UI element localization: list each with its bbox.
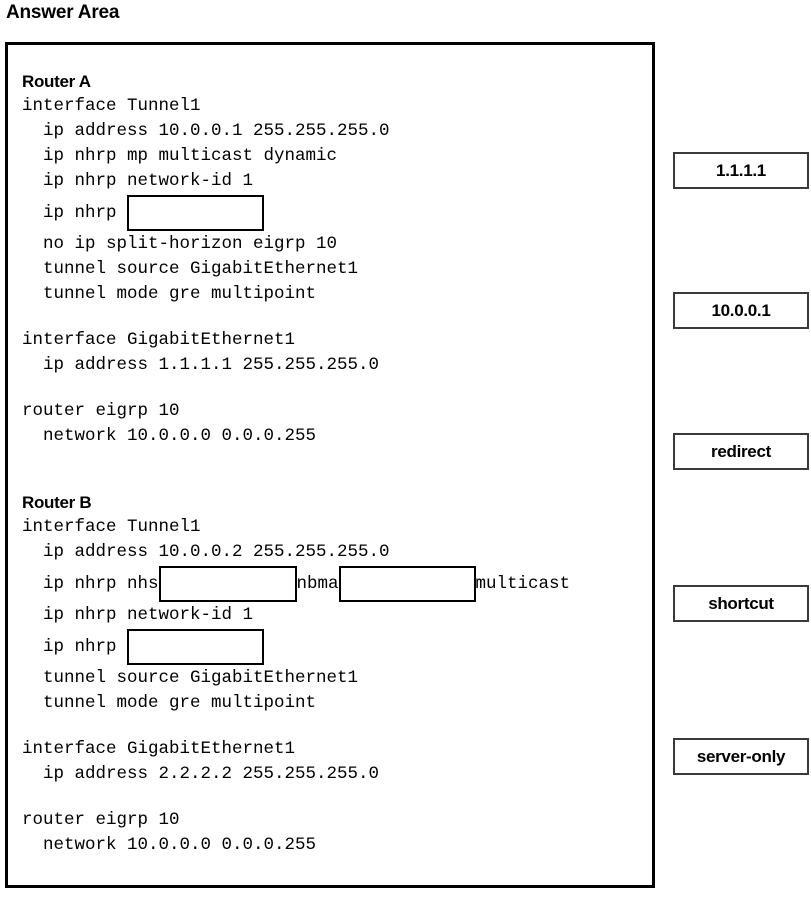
config-line: interface Tunnel1: [22, 515, 652, 540]
config-line: network 10.0.0.0 0.0.0.255: [22, 833, 652, 858]
option-tile-label: shortcut: [708, 593, 774, 613]
config-text: router eigrp 10: [22, 810, 180, 830]
config-line: tunnel mode gre multipoint: [22, 691, 652, 716]
answer-area-panel: Router A interface Tunnel1 ip address 10…: [5, 42, 655, 888]
config-line: ip address 10.0.0.2 255.255.255.0: [22, 540, 652, 565]
option-tile[interactable]: 10.0.0.1: [673, 292, 809, 329]
config-text: interface Tunnel1: [22, 517, 201, 537]
router-a-nhrp-drop-blank[interactable]: [127, 195, 265, 231]
router-b-nhrp-drop-blank[interactable]: [127, 629, 265, 665]
config-text: ip nhrp network-id 1: [22, 171, 254, 191]
config-line: router eigrp 10: [22, 808, 652, 833]
config-text: network 10.0.0.0 0.0.0.255: [22, 835, 317, 855]
config-text: ip nhrp: [22, 636, 128, 657]
config-text: ip address 10.0.0.1 255.255.255.0: [22, 121, 390, 141]
config-text: interface GigabitEthernet1: [22, 330, 296, 350]
config-line: ip address 1.1.1.1 255.255.255.0: [22, 353, 652, 378]
config-text: ip address 2.2.2.2 255.255.255.0: [22, 764, 380, 784]
config-line: tunnel mode gre multipoint: [22, 282, 652, 307]
config-line: tunnel source GigabitEthernet1: [22, 666, 652, 691]
config-text: multicast: [475, 573, 571, 594]
config-spacer: [22, 449, 652, 491]
config-text: network 10.0.0.0 0.0.0.255: [22, 426, 317, 446]
config-line: router eigrp 10: [22, 399, 652, 424]
option-tile-label: server-only: [696, 746, 786, 766]
config-spacer: [22, 378, 652, 399]
config-line: ip nhrp network-id 1: [22, 169, 652, 194]
router-b-nbma-drop-blank[interactable]: [338, 566, 476, 602]
config-line-with-blank: ip nhrp: [22, 194, 652, 232]
config-text: ip address 1.1.1.1 255.255.255.0: [22, 355, 380, 375]
config-spacer: [22, 307, 652, 328]
config-text: ip nhrp nhs: [22, 573, 159, 594]
option-tile-label: redirect: [711, 441, 771, 461]
option-tile[interactable]: 1.1.1.1: [673, 152, 809, 189]
config-text: ip nhrp mp multicast dynamic: [22, 146, 338, 166]
config-spacer: [22, 787, 652, 808]
option-tile-label: 1.1.1.1: [716, 160, 766, 180]
config-line-with-blank: ip nhrp nhs nbma multicast: [22, 565, 652, 603]
config-line: ip nhrp mp multicast dynamic: [22, 144, 652, 169]
config-text: no ip split-horizon eigrp 10: [22, 234, 338, 254]
config-line-with-blank: ip nhrp: [22, 628, 652, 666]
config-line: interface GigabitEthernet1: [22, 328, 652, 353]
config-text: nbma: [296, 573, 339, 594]
config-line: no ip split-horizon eigrp 10: [22, 232, 652, 257]
config-text: tunnel source GigabitEthernet1: [22, 668, 359, 688]
router-a-heading: Router A: [22, 72, 91, 91]
config-line: ip nhrp network-id 1: [22, 603, 652, 628]
config-text: interface Tunnel1: [22, 96, 201, 116]
config-text: ip nhrp network-id 1: [22, 605, 254, 625]
router-b-nhs-drop-blank[interactable]: [158, 566, 297, 602]
config-line: tunnel source GigabitEthernet1: [22, 257, 652, 282]
config-text: tunnel mode gre multipoint: [22, 693, 317, 713]
config-line: ip address 10.0.0.1 255.255.255.0: [22, 119, 652, 144]
option-tile[interactable]: server-only: [673, 738, 809, 775]
config-line: ip address 2.2.2.2 255.255.255.0: [22, 762, 652, 787]
config-line: interface Tunnel1: [22, 94, 652, 119]
config-text: router eigrp 10: [22, 401, 180, 421]
option-tile[interactable]: shortcut: [673, 585, 809, 622]
option-tile-label: 10.0.0.1: [711, 300, 771, 320]
config-text: ip address 10.0.0.2 255.255.255.0: [22, 542, 390, 562]
config-line: interface GigabitEthernet1: [22, 737, 652, 762]
config-text: tunnel mode gre multipoint: [22, 284, 317, 304]
configuration-listing: Router A interface Tunnel1 ip address 10…: [22, 70, 652, 885]
draggable-options-column: 1.1.1.1 10.0.0.1 redirect shortcut serve…: [673, 0, 809, 900]
router-b-heading: Router B: [22, 493, 92, 512]
config-line: network 10.0.0.0 0.0.0.255: [22, 424, 652, 449]
config-text: ip nhrp: [22, 202, 128, 223]
page-title: Answer Area: [6, 2, 120, 23]
option-tile[interactable]: redirect: [673, 433, 809, 470]
config-spacer: [22, 716, 652, 737]
config-text: interface GigabitEthernet1: [22, 739, 296, 759]
config-text: tunnel source GigabitEthernet1: [22, 259, 359, 279]
